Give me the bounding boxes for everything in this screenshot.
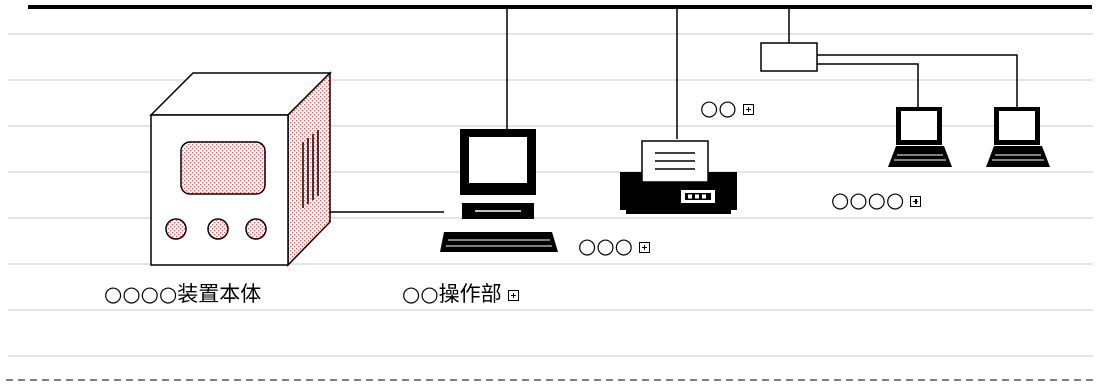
laptops-label-text: ○○○○ xyxy=(831,188,905,212)
anchor-icon xyxy=(507,289,519,301)
desktop-computer xyxy=(440,129,558,252)
laptop-1 xyxy=(888,107,952,167)
main-unit-label-text: ○○○○装置本体 xyxy=(104,282,262,306)
anchor-icon xyxy=(638,241,650,253)
printer-label-text: ○○○ xyxy=(578,234,633,258)
hub-label: ○○ xyxy=(700,98,754,119)
printer xyxy=(620,140,737,214)
anchor-icon xyxy=(742,103,754,115)
network-hub xyxy=(760,42,818,72)
hub-label-text: ○○ xyxy=(700,96,737,120)
operation-unit-label: ○○操作部 xyxy=(402,284,519,305)
connection-lines xyxy=(330,8,1018,213)
printer-label: ○○○ xyxy=(578,236,650,257)
anchor-icon xyxy=(910,195,922,207)
laptops-label: ○○○○ xyxy=(831,188,922,212)
laptop-2 xyxy=(986,107,1050,167)
operation-unit-label-text: ○○操作部 xyxy=(402,282,502,306)
main-unit-device xyxy=(149,71,332,267)
main-unit-label: ○○○○装置本体 xyxy=(104,284,261,305)
